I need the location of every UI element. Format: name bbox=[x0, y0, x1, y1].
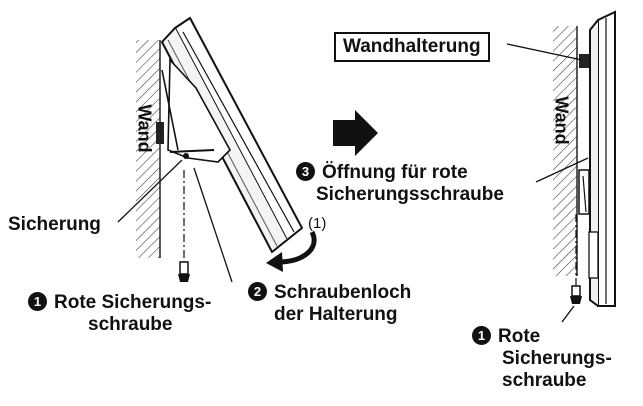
callout-number-1-right: 1 bbox=[472, 326, 491, 345]
right-screw-callout-line2: Sicherungs- bbox=[502, 347, 612, 369]
opening-callout-line1: Öffnung für rote bbox=[322, 162, 468, 183]
wandhalterung-label: Wandhalterung bbox=[334, 32, 490, 62]
right-screw-callout-line3: schraube bbox=[502, 369, 587, 391]
right-screw-leader bbox=[561, 305, 575, 323]
hole-leader bbox=[193, 167, 233, 283]
right-screw-callout: 1 Rote Sicherungs- schraube bbox=[472, 326, 612, 392]
left-screw-callout-line2: schraube bbox=[88, 313, 173, 335]
opening-callout-line2: Sicherungsschraube bbox=[316, 183, 504, 205]
right-illustration bbox=[506, 10, 616, 323]
opening-leader bbox=[535, 157, 589, 183]
callout-number-3: 3 bbox=[296, 162, 315, 181]
rotation-step-label: (1) bbox=[308, 215, 327, 232]
right-screw-callout-line1: Rote bbox=[498, 326, 541, 347]
next-step-arrow-icon bbox=[333, 110, 378, 156]
right-wall-hatch bbox=[553, 26, 577, 276]
bracket-leader bbox=[506, 43, 583, 61]
left-wall-hatch bbox=[136, 40, 160, 258]
right-tv bbox=[588, 10, 616, 307]
right-red-screw bbox=[570, 214, 582, 304]
right-wall-label: Wand bbox=[551, 96, 572, 145]
callout-number-2: 2 bbox=[248, 282, 267, 301]
left-illustration bbox=[117, 16, 317, 283]
hole-callout: 2 Schraubenloch der Halterung bbox=[248, 282, 411, 326]
hole-callout-line2: der Halterung bbox=[274, 303, 398, 325]
left-screw-callout: 1 Rote Sicherungs- schraube bbox=[28, 292, 211, 336]
left-wall-label: Wand bbox=[134, 104, 155, 153]
callout-number-1: 1 bbox=[28, 292, 47, 311]
left-tv bbox=[156, 16, 304, 254]
rotation-arrow-icon bbox=[266, 230, 317, 272]
sicherung-label: Sicherung bbox=[8, 214, 101, 235]
hole-callout-line1: Schraubenloch bbox=[274, 282, 412, 303]
sicherung-leader bbox=[117, 159, 183, 223]
left-red-screw bbox=[178, 170, 190, 282]
left-screw-callout-line1: Rote Sicherungs- bbox=[54, 292, 212, 313]
opening-callout: 3 Öffnung für rote Sicherungsschraube bbox=[296, 162, 504, 206]
